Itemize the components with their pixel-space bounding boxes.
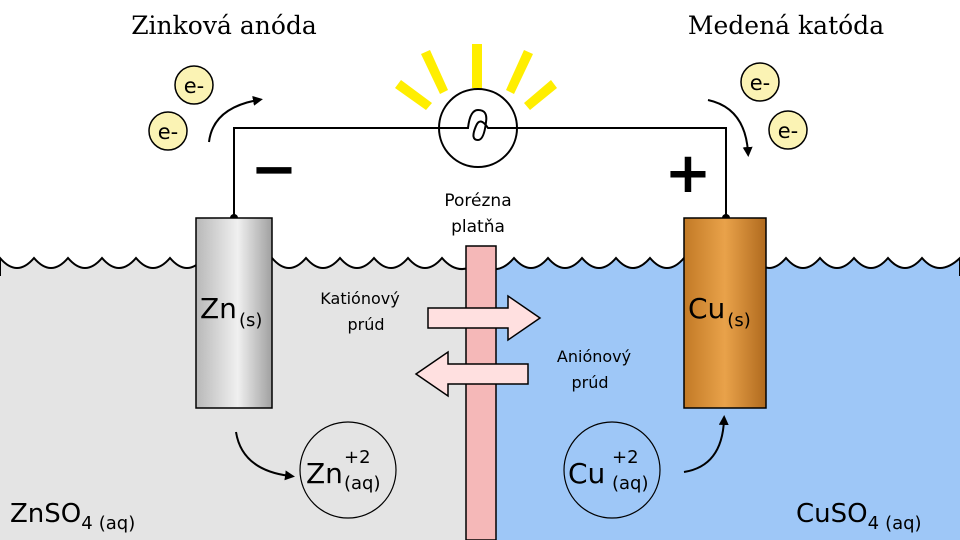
light-bulb [438, 88, 518, 168]
svg-text:e-: e- [158, 120, 179, 144]
copper-ion-symbol: Cu [568, 457, 605, 490]
electron-right-top: e- [740, 62, 780, 102]
copper-ion-arrow [683, 415, 729, 473]
left-solution-label: ZnSO4(aq) [10, 499, 135, 534]
copper-electrode-label: Cu(s) [688, 292, 751, 331]
zinc-ion-arrow [235, 431, 295, 481]
porous-membrane [465, 245, 497, 540]
electron-flow-arrow-right [707, 99, 753, 157]
membrane-label-line2: platňa [451, 217, 505, 237]
electron-right-bottom: e- [768, 110, 808, 150]
svg-text:e-: e- [750, 71, 771, 95]
minus-sign: − [251, 137, 298, 202]
right-solution-label: CuSO4(aq) [796, 499, 922, 534]
cathode-title: Medená katóda [688, 11, 884, 40]
cation-flow-arrow [427, 294, 542, 342]
circuit-wire [233, 127, 727, 218]
copper-ion-charge: +2 [612, 447, 639, 468]
membrane-label-line1: Porézna [444, 191, 511, 211]
copper-ion-state: (aq) [612, 473, 649, 494]
zinc-electrode-label: Zn(s) [200, 292, 262, 331]
copper-ion-circle [563, 421, 661, 519]
electron-left-bottom: e- [148, 111, 188, 151]
electron-flow-arrow-left [208, 95, 263, 143]
zinc-ion-symbol: Zn [306, 457, 343, 490]
svg-text:e-: e- [184, 74, 205, 98]
cation-label-line2: prúd [347, 315, 384, 334]
plus-sign: + [665, 141, 712, 206]
electron-left-top: e- [174, 65, 214, 105]
anion-label-line1: Aniónový [557, 347, 631, 366]
svg-text:e-: e- [778, 119, 799, 143]
zinc-ion-state: (aq) [344, 473, 381, 494]
anion-label-line2: prúd [571, 373, 608, 392]
zinc-ion-charge: +2 [344, 447, 371, 468]
zinc-ion-circle [299, 421, 397, 519]
zinc-electrode [195, 217, 273, 409]
light-rays [395, 44, 557, 110]
anode-title: Zinková anóda [131, 11, 317, 40]
cation-label-line1: Katiónový [320, 289, 399, 308]
anion-flow-arrow [414, 350, 529, 398]
copper-electrode [683, 217, 767, 409]
